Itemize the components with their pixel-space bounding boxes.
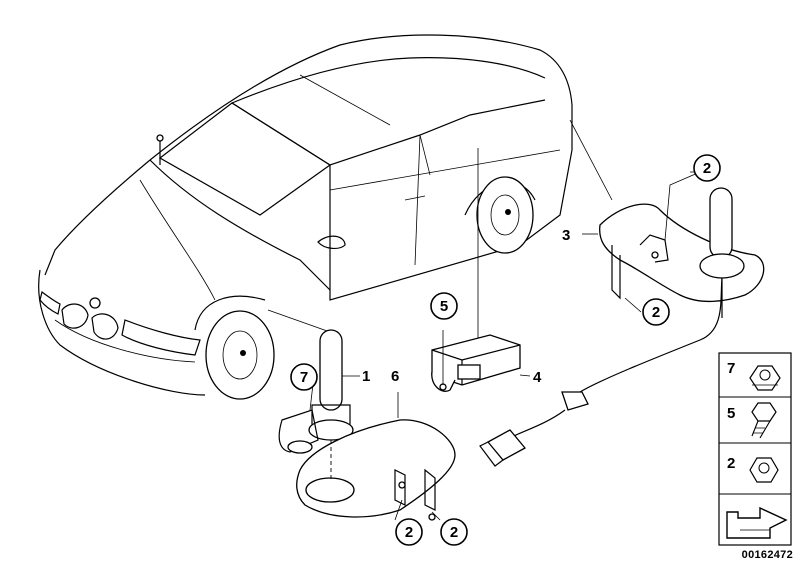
- legend-5-label: 5: [727, 405, 735, 422]
- callout-6: 6: [391, 368, 399, 385]
- callout-2-top-label: 2: [703, 160, 711, 177]
- legend-7-label: 7: [727, 360, 735, 377]
- callout-2-bracket: 2: [642, 298, 670, 326]
- car-illustration: [38, 34, 613, 400]
- callout-2-bracket-label: 2: [652, 304, 660, 321]
- callout-1: 1: [362, 368, 370, 385]
- callout-2-plate-left: 2: [395, 518, 423, 546]
- antenna-left-assembly: [278, 329, 456, 521]
- hex-nut-icon: [749, 457, 779, 483]
- hex-nut-icon: [749, 365, 781, 391]
- antenna-right-assembly: [479, 171, 765, 467]
- callout-2-plate-right-label: 2: [450, 524, 458, 541]
- callout-7-label: 7: [300, 369, 308, 386]
- legend-2-label: 2: [727, 455, 735, 472]
- callout-4: 4: [533, 369, 542, 386]
- callout-4-label: 4: [533, 369, 542, 386]
- fastener-legend: 7 5 2: [718, 352, 792, 546]
- callout-3-label: 3: [562, 227, 570, 244]
- callout-6-label: 6: [391, 368, 399, 385]
- callout-5: 5: [430, 292, 458, 320]
- callout-2-plate-left-label: 2: [405, 524, 413, 541]
- callout-5-label: 5: [440, 298, 448, 315]
- callout-2-plate-right: 2: [440, 518, 468, 546]
- hex-screw-icon: [751, 402, 777, 439]
- callout-3: 3: [562, 227, 570, 244]
- callout-7: 7: [290, 363, 318, 391]
- callout-1-label: 1: [362, 368, 370, 385]
- navigation-arrow-icon[interactable]: [726, 506, 788, 539]
- diagram-id: 00162472: [741, 549, 793, 561]
- callout-2-top: 2: [693, 154, 721, 182]
- control-unit-assembly: [431, 330, 531, 392]
